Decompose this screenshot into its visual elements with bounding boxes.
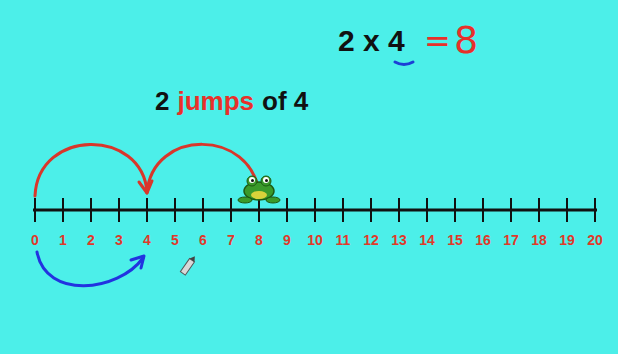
tick-number: 10 bbox=[307, 232, 323, 248]
tick-number: 9 bbox=[283, 232, 291, 248]
equation-title: 2 x 4 bbox=[338, 24, 405, 58]
size-word: of 4 bbox=[262, 86, 308, 117]
tick-number: 12 bbox=[363, 232, 379, 248]
tick-marks bbox=[35, 198, 595, 222]
tick-number: 2 bbox=[87, 232, 95, 248]
tick-number: 16 bbox=[475, 232, 491, 248]
tick-number: 0 bbox=[31, 232, 39, 248]
tick-number: 14 bbox=[419, 232, 435, 248]
tick-number: 11 bbox=[336, 232, 351, 248]
handwritten-answer: 8 bbox=[454, 18, 478, 62]
jump-arc bbox=[35, 144, 147, 196]
tick-number: 20 bbox=[587, 232, 603, 248]
tick-number: 1 bbox=[59, 232, 67, 248]
tick-number: 17 bbox=[503, 232, 519, 248]
arrow-head bbox=[131, 256, 144, 268]
tick-number: 8 bbox=[255, 232, 263, 248]
tick-number: 7 bbox=[227, 232, 235, 248]
jump-arc bbox=[147, 144, 259, 194]
tick-number: 4 bbox=[143, 232, 151, 248]
tick-number: 18 bbox=[531, 232, 547, 248]
underline-mark bbox=[395, 62, 413, 65]
tick-number: 19 bbox=[559, 232, 575, 248]
tick-number: 3 bbox=[115, 232, 123, 248]
tick-number: 6 bbox=[199, 232, 207, 248]
tick-number: 15 bbox=[447, 232, 463, 248]
count-word: 2 bbox=[155, 86, 169, 117]
tick-number: 13 bbox=[391, 232, 407, 248]
handwritten-sign: = bbox=[424, 22, 451, 60]
measure-arc bbox=[37, 252, 143, 286]
tick-number: 5 bbox=[171, 232, 179, 248]
frog-icon bbox=[238, 176, 280, 203]
sentence-row: 2 jumps of 4 bbox=[155, 86, 308, 117]
jumps-word: jumps bbox=[177, 86, 254, 117]
pencil-icon bbox=[180, 254, 197, 275]
